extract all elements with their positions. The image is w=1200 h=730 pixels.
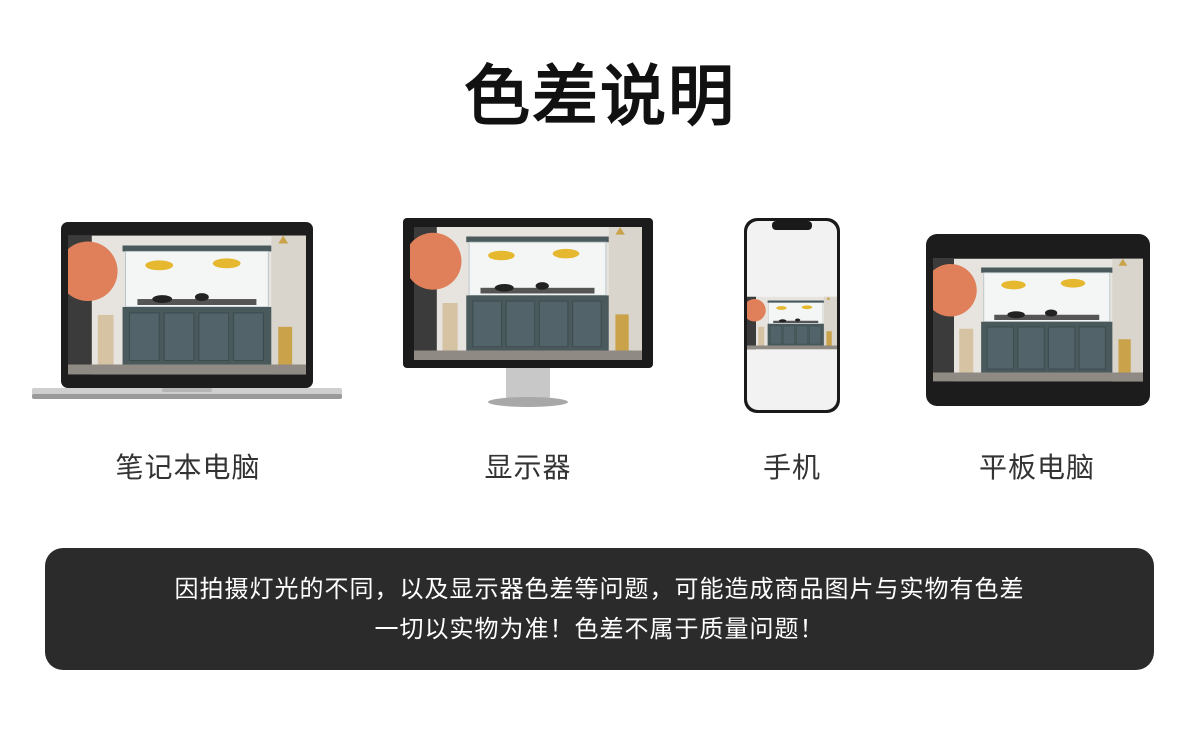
device-label-phone: 手机 [762, 451, 821, 484]
tablet-image [926, 234, 1150, 406]
notice-line-1: 因拍摄灯光的不同，以及显示器色差等问题，可能造成商品图片与实物有色差 [174, 575, 1025, 603]
device-label-tablet: 平板电脑 [978, 451, 1095, 484]
device-label-laptop: 笔记本电脑 [115, 451, 261, 484]
page-title: 色差说明 [464, 58, 736, 135]
device-label-monitor: 显示器 [484, 451, 572, 484]
phone-image [744, 218, 840, 413]
monitor-image [403, 218, 653, 408]
color-difference-notice: 因拍摄灯光的不同，以及显示器色差等问题，可能造成商品图片与实物有色差 一切以实物… [45, 548, 1154, 670]
notice-line-2: 一切以实物为准！色差不属于质量问题！ [374, 615, 825, 643]
laptop-image [32, 222, 342, 400]
